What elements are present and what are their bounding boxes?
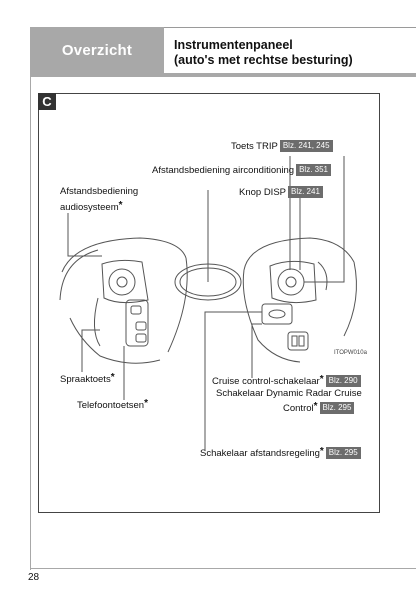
ref-radar: Blz. 295 [319, 402, 355, 414]
ref-airconditioning: Blz. 351 [296, 164, 331, 176]
ref-cruise: Blz. 290 [325, 375, 361, 387]
header-title-line2: (auto's met rechtse besturing) [174, 53, 353, 67]
label-radar-line2: Control*Blz. 295 [283, 401, 355, 415]
label-telefoontoetsen: Telefoontoetsen* [77, 398, 148, 412]
ref-knop-disp: Blz. 241 [288, 186, 323, 198]
label-telefoontoetsen-text: Telefoontoetsen [77, 400, 145, 411]
page-number: 28 [28, 572, 40, 583]
panel-letter-badge: C [38, 93, 56, 110]
footer-rule [30, 568, 416, 569]
header-divider [30, 73, 416, 77]
label-afstand: Schakelaar afstandsregeling*Blz. 295 [200, 446, 361, 460]
label-cruise: Cruise control-schakelaar*Blz. 290 [212, 374, 361, 388]
star-afstand: * [319, 446, 324, 457]
label-audio-line1: Afstandsbediening [60, 186, 139, 197]
star-radar: * [313, 401, 318, 412]
star-spraaktoets: * [110, 372, 115, 383]
label-radar-line2-text: Control [283, 403, 314, 414]
label-cruise-text: Cruise control-schakelaar [212, 376, 320, 387]
label-spraaktoets-text: Spraaktoets [60, 374, 111, 385]
ref-afstand: Blz. 295 [325, 447, 361, 459]
ref-toets-trip: Blz. 241, 245 [279, 140, 333, 152]
label-airconditioning-text: Afstandsbediening airconditioning [152, 165, 295, 176]
page-header: Overzicht Instrumentenpaneel (auto's met… [30, 27, 416, 73]
label-afstand-text: Schakelaar afstandsregeling [200, 448, 320, 459]
header-title-box: Instrumentenpaneel (auto's met rechtse b… [164, 27, 416, 73]
header-title-line1: Instrumentenpaneel [174, 38, 293, 52]
label-audio-line2: audiosysteem* [60, 200, 123, 214]
star-audio: * [118, 200, 123, 211]
section-tab: Overzicht [30, 27, 164, 73]
left-margin-rule [30, 27, 31, 570]
label-radar-line1: Schakelaar Dynamic Radar Cruise [216, 388, 362, 399]
label-audio-line2-text: audiosysteem [60, 202, 119, 213]
label-knop-disp-text: Knop DISP [239, 187, 286, 198]
star-telefoontoetsen: * [144, 398, 148, 409]
label-toets-trip-text: Toets TRIP [231, 141, 278, 152]
star-cruise: * [319, 374, 324, 385]
label-spraaktoets: Spraaktoets* [60, 372, 115, 386]
